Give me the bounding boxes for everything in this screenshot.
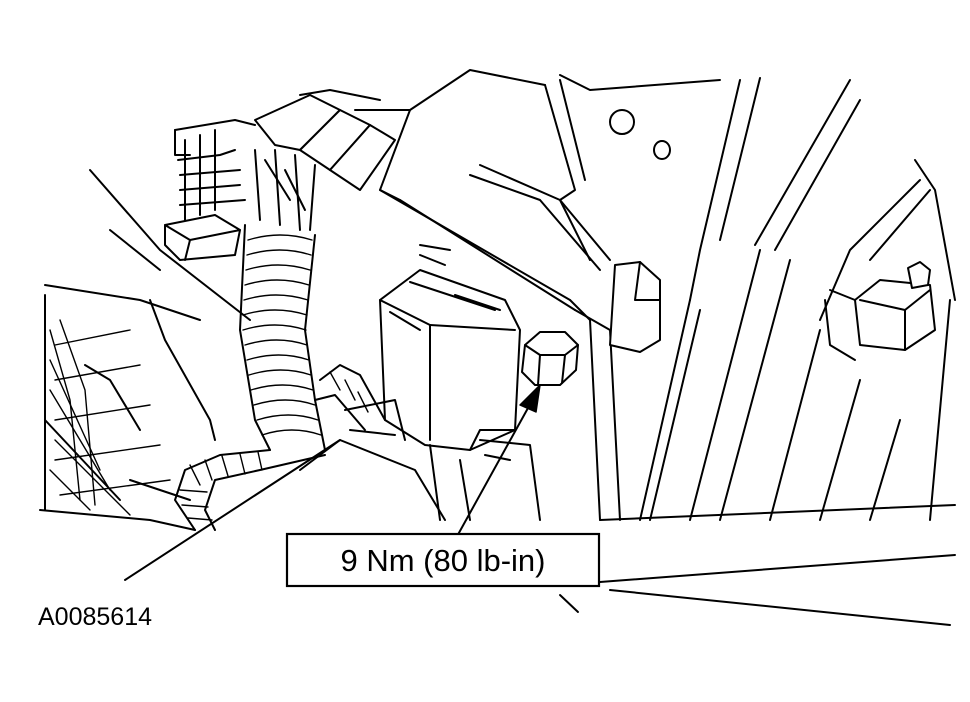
callout-leader [454,384,541,541]
module-lower-face [429,439,541,521]
torque-callout: 9 Nm (80 lb-in) [285,532,601,588]
callout-box [285,532,601,588]
lower-loom-ribs [179,451,263,521]
torque-spec-label: 9 Nm (80 lb-in) [341,543,546,578]
module-connector [379,269,521,451]
mounting-bolt [521,331,579,386]
left-body-lines [39,169,251,531]
corrugated-loom-ribs [242,234,322,436]
pcm-module [379,69,661,521]
figure-id-label: A0085614 [38,603,152,631]
mounting-bracket [544,74,721,261]
right-side-component [824,261,936,361]
vehicle-body-panels [559,77,956,626]
wiring-harness [174,89,411,531]
foreground-panel [124,439,446,581]
left-connectors [164,119,256,261]
hatch-area [49,319,171,516]
